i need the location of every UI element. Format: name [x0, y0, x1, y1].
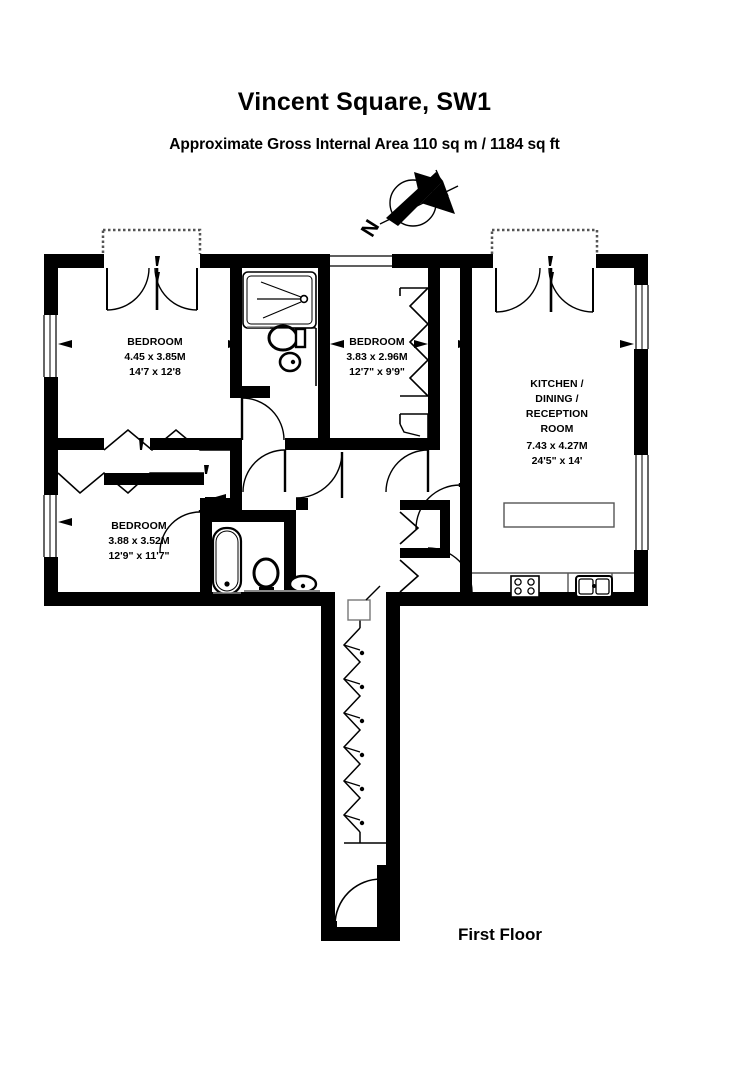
kitchen-line-1: KITCHEN /: [530, 378, 583, 390]
kitchen-dim-metric: 7.43 x 4.27M: [526, 440, 588, 452]
door-entrance[interactable]: [321, 865, 387, 941]
wardrobe-bedroom-2: [399, 287, 430, 438]
dimension-ticks: [58, 256, 634, 604]
door-bedroom-1[interactable]: [242, 449, 287, 493]
bedroom-3-name: BEDROOM: [111, 520, 167, 532]
kitchen-line-3: RECEPTION: [526, 408, 588, 420]
window-right-lower: [634, 455, 650, 550]
room-label-kitchen: KITCHEN / DINING / RECEPTION ROOM 7.43 x…: [526, 378, 588, 467]
balcony-outline-right: [490, 228, 599, 259]
bathroom-upper-partition: [270, 327, 317, 386]
door-bathroom-upper[interactable]: [240, 397, 285, 441]
door-bedroom-2[interactable]: [385, 449, 430, 493]
kitchen-sink-icon: [575, 575, 613, 598]
corridor-walls: [321, 592, 400, 941]
washbasin-icon-lower: [288, 574, 318, 594]
area-subtitle: Approximate Gross Internal Area 110 sq m…: [169, 136, 560, 153]
window-top-middle: [330, 254, 392, 268]
room-label-bedroom-2: BEDROOM 3.83 x 2.96M 12'7" x 9'9": [346, 336, 408, 378]
door-kitchen-lower[interactable]: [427, 547, 473, 593]
door-bathroom-lower[interactable]: [295, 451, 344, 500]
window-left-upper: [42, 315, 58, 377]
kitchen-line-2: DINING /: [535, 393, 578, 405]
interior-walls: [58, 268, 472, 605]
page-title: Vincent Square, SW1: [237, 88, 492, 116]
cupboard-hall-right: [399, 511, 420, 593]
compass-north-letter: N: [357, 216, 385, 241]
door-bedroom-3[interactable]: [158, 510, 202, 553]
toilet-icon-upper: [267, 324, 307, 352]
window-left-lower: [42, 495, 58, 557]
door-kitchen[interactable]: [415, 483, 462, 530]
shower-icon: [242, 271, 317, 329]
balcony-outline-left: [101, 228, 202, 259]
cooker-hob-icon: [510, 575, 540, 598]
bedroom-2-dim-imperial: 12'7" x 9'9": [349, 366, 405, 378]
bedroom-1-dim-imperial: 14'7 x 12'8: [129, 366, 181, 378]
compass-north-arrow-icon: N: [357, 169, 459, 241]
toilet-icon-lower: [252, 557, 280, 592]
bedroom-3-dim-metric: 3.88 x 3.52M: [108, 535, 170, 547]
washbasin-icon-upper: [278, 351, 302, 373]
french-door-right[interactable]: [493, 254, 596, 313]
worktop-icon: [503, 502, 615, 528]
wardrobe-bedroom-3: [57, 471, 204, 495]
bedroom-2-dim-metric: 3.83 x 2.96M: [346, 351, 408, 363]
bedroom-2-name: BEDROOM: [349, 336, 405, 348]
floor-label: First Floor: [457, 925, 543, 944]
exterior-walls: [44, 254, 648, 941]
bathroom-lower-counter: [213, 590, 320, 594]
bedroom-1-dim-metric: 4.45 x 3.85M: [124, 351, 186, 363]
room-label-bedroom-3: BEDROOM 3.88 x 3.52M 12'9" x 11'7": [108, 520, 170, 562]
bedroom-3-dim-imperial: 12'9" x 11'7": [108, 550, 169, 562]
bathtub-icon: [211, 526, 243, 596]
stairs-icon: [342, 585, 386, 844]
bedroom-1-name: BEDROOM: [127, 336, 183, 348]
wardrobe-bedroom-1: [103, 428, 242, 452]
room-label-bedroom-1: BEDROOM 4.45 x 3.85M 14'7 x 12'8: [124, 336, 186, 378]
window-right-upper: [634, 285, 650, 349]
kitchen-dim-imperial: 24'5" x 14': [532, 455, 583, 467]
french-door-left[interactable]: [104, 254, 200, 311]
kitchen-line-4: ROOM: [540, 423, 573, 435]
